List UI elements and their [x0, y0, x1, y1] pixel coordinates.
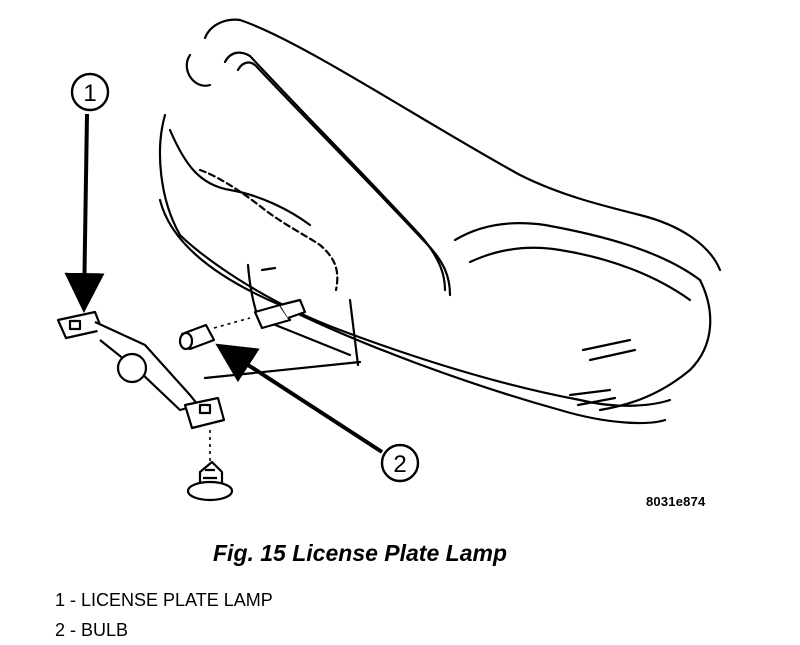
reference-code: 8031e874	[646, 494, 706, 509]
figure-caption: Fig. 15 License Plate Lamp	[213, 540, 507, 566]
license-plate-lamp	[56, 310, 226, 430]
callout-2: 2	[215, 343, 420, 483]
callout-1: 1	[64, 72, 110, 313]
legend-item-2: 2 - BULB	[55, 620, 129, 640]
alignment-line-2	[213, 317, 251, 329]
callout-2-number: 2	[393, 451, 406, 478]
legend: 1 - LICENSE PLATE LAMP 2 - BULB	[55, 585, 273, 645]
license-plate-lamp-diagram: 1 2	[56, 18, 722, 502]
socket-connector	[253, 298, 307, 330]
bulb	[178, 323, 216, 351]
vehicle-rear-body	[158, 18, 722, 425]
legend-item-1: 1 - LICENSE PLATE LAMP	[55, 590, 273, 610]
fastener	[186, 460, 234, 502]
callout-1-number: 1	[83, 80, 96, 107]
